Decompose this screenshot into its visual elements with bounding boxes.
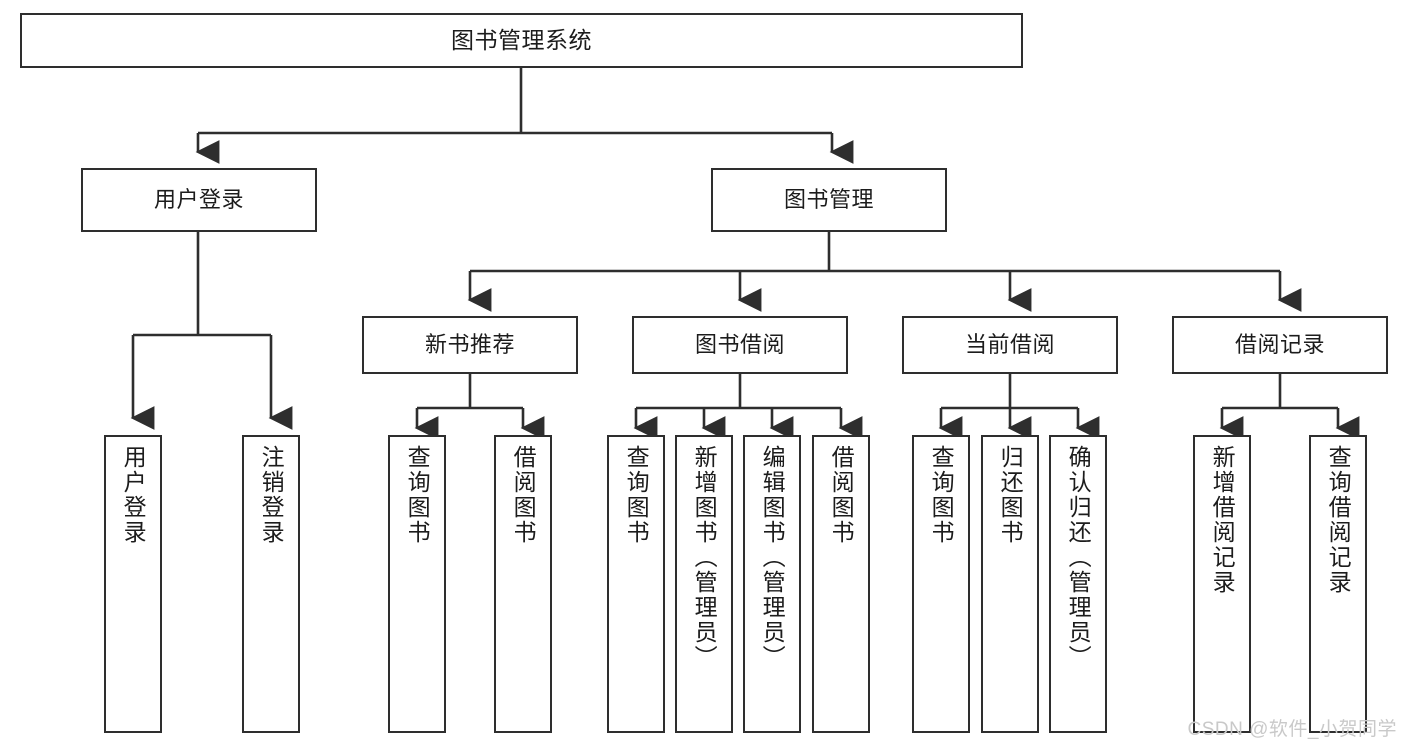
node-label: 查询图书 (928, 445, 955, 545)
node-user-login[interactable]: 用户登录 (81, 168, 317, 232)
node-label: 图书管理系统 (451, 26, 592, 53)
node-borrow-record[interactable]: 借阅记录 (1172, 316, 1388, 374)
node-label: 查询图书 (404, 445, 431, 545)
leaf-confirm-return[interactable]: 确认归还（管理员） (1049, 435, 1107, 733)
node-label: 查询借阅记录 (1325, 445, 1352, 595)
leaf-query-book-3[interactable]: 查询图书 (912, 435, 970, 733)
node-label: 当前借阅 (964, 332, 1055, 358)
leaf-return-book[interactable]: 归还图书 (981, 435, 1039, 733)
node-label: 借阅记录 (1234, 332, 1325, 358)
node-label: 图书管理 (783, 187, 874, 213)
leaf-borrow-book-2[interactable]: 借阅图书 (812, 435, 870, 733)
node-label: 编辑图书（管理员） (759, 445, 786, 670)
node-label: 查询图书 (623, 445, 650, 545)
leaf-add-record[interactable]: 新增借阅记录 (1193, 435, 1251, 733)
watermark: CSDN @软件_小贺同学 (1187, 719, 1397, 740)
leaf-query-record[interactable]: 查询借阅记录 (1309, 435, 1367, 733)
leaf-user-login[interactable]: 用户登录 (104, 435, 162, 733)
node-label: 确认归还（管理员） (1065, 445, 1092, 670)
leaf-query-book-2[interactable]: 查询图书 (607, 435, 665, 733)
leaf-borrow-book-1[interactable]: 借阅图书 (494, 435, 552, 733)
node-book-manage[interactable]: 图书管理 (711, 168, 947, 232)
node-label: 用户登录 (120, 445, 147, 545)
node-label: 新书推荐 (424, 332, 515, 358)
node-root-system[interactable]: 图书管理系统 (20, 13, 1023, 68)
leaf-logout-login[interactable]: 注销登录 (242, 435, 300, 733)
leaf-query-book-1[interactable]: 查询图书 (388, 435, 446, 733)
node-label: 新增借阅记录 (1209, 445, 1236, 595)
node-book-borrow[interactable]: 图书借阅 (632, 316, 848, 374)
node-label: 用户登录 (153, 187, 244, 213)
leaf-edit-book[interactable]: 编辑图书（管理员） (743, 435, 801, 733)
leaf-add-book[interactable]: 新增图书（管理员） (675, 435, 733, 733)
node-label: 注销登录 (258, 445, 285, 545)
node-label: 新增图书（管理员） (691, 445, 718, 670)
node-current-borrow[interactable]: 当前借阅 (902, 316, 1118, 374)
node-label: 借阅图书 (510, 445, 537, 545)
node-new-book-recommend[interactable]: 新书推荐 (362, 316, 578, 374)
node-label: 借阅图书 (828, 445, 855, 545)
node-label: 归还图书 (997, 445, 1024, 545)
node-label: 图书借阅 (694, 332, 785, 358)
